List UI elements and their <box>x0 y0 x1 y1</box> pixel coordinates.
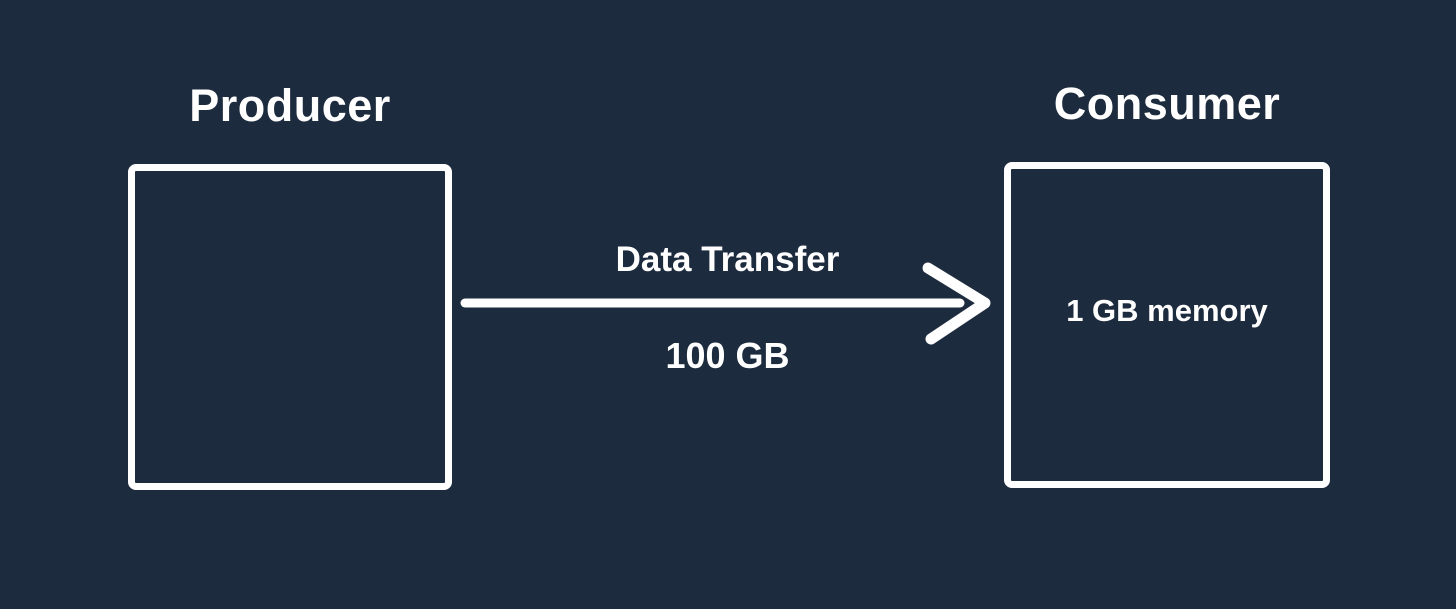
data-transfer-arrow-icon <box>455 255 1000 351</box>
consumer-box: 1 GB memory <box>1004 162 1330 488</box>
producer-box <box>128 164 452 490</box>
consumer-memory-label: 1 GB memory <box>1066 293 1268 328</box>
consumer-title: Consumer <box>1053 78 1281 129</box>
producer-title: Producer <box>189 80 391 131</box>
transfer-label: Data Transfer <box>615 240 840 279</box>
transfer-amount-label: 100 GB <box>665 335 790 376</box>
